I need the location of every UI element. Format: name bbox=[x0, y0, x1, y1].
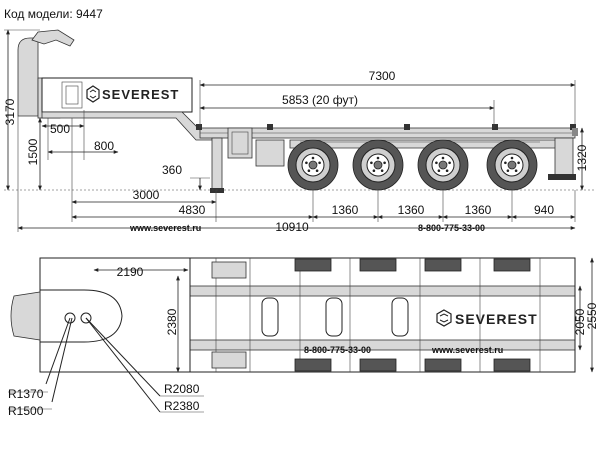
model-code: Код модели: 9447 bbox=[4, 7, 103, 21]
dim-axle-spacing-2: 1360 bbox=[398, 203, 425, 217]
dim-total-height: 3170 bbox=[3, 98, 17, 125]
dim-outer-width: 2550 bbox=[585, 302, 599, 329]
landing-gear-leg bbox=[211, 137, 223, 191]
wheel-3 bbox=[417, 139, 469, 191]
side-logo: SEVEREST bbox=[86, 85, 179, 103]
front-coupling bbox=[10, 291, 41, 341]
coupling-block bbox=[17, 37, 39, 117]
top-phone: 8-800-775-33-00 bbox=[304, 345, 371, 355]
dim-r1370: R1370 bbox=[8, 387, 44, 401]
dim-saddle-height: 1500 bbox=[26, 138, 40, 165]
wheel-4 bbox=[486, 139, 538, 191]
brand-name-top: SEVEREST bbox=[455, 311, 538, 327]
top-view: SEVEREST 2190 2380 2050 2550 8-800-775-3… bbox=[8, 257, 599, 418]
front-bulkhead bbox=[41, 77, 193, 113]
dim-axle-spacing-3: 1360 bbox=[465, 203, 492, 217]
side-website: www.severest.ru bbox=[129, 223, 201, 233]
frame-rail-bottom bbox=[189, 339, 576, 351]
dim-frame-length: 2380 bbox=[165, 308, 179, 335]
side-view: SEVEREST 3170 bbox=[3, 29, 594, 234]
side-phone: 8-800-775-33-00 bbox=[418, 223, 485, 233]
brand-name-side: SEVEREST bbox=[102, 87, 179, 102]
dim-r2080: R2080 bbox=[164, 382, 200, 396]
dim-container-length: 7300 bbox=[369, 69, 396, 83]
dim-kingpin-offset: 500 bbox=[50, 122, 70, 136]
dim-axle-spacing-1: 1360 bbox=[332, 203, 359, 217]
wheel-2 bbox=[352, 139, 404, 191]
dim-to-first-axle: 4830 bbox=[179, 203, 206, 217]
dim-rear-height: 1320 bbox=[575, 144, 589, 171]
dim-r2380: R2380 bbox=[164, 399, 200, 413]
dim-container-20ft: 5853 (20 фут) bbox=[282, 93, 358, 107]
wheel-1 bbox=[287, 139, 339, 191]
dim-front-frame: 2190 bbox=[117, 265, 144, 279]
coupling-arm bbox=[31, 29, 75, 47]
top-logo: SEVEREST bbox=[436, 309, 538, 327]
top-website: www.severest.ru bbox=[431, 345, 503, 355]
dim-r1500: R1500 bbox=[8, 404, 44, 418]
dim-ground-clearance: 360 bbox=[162, 163, 182, 177]
dim-front-support: 800 bbox=[94, 139, 114, 153]
dim-landing-gear: 3000 bbox=[133, 188, 160, 202]
dim-total-length: 10910 bbox=[275, 220, 309, 234]
dim-inner-width: 2050 bbox=[573, 308, 587, 335]
dim-rear-overhang: 940 bbox=[534, 203, 554, 217]
frame-rail-top bbox=[189, 285, 576, 297]
